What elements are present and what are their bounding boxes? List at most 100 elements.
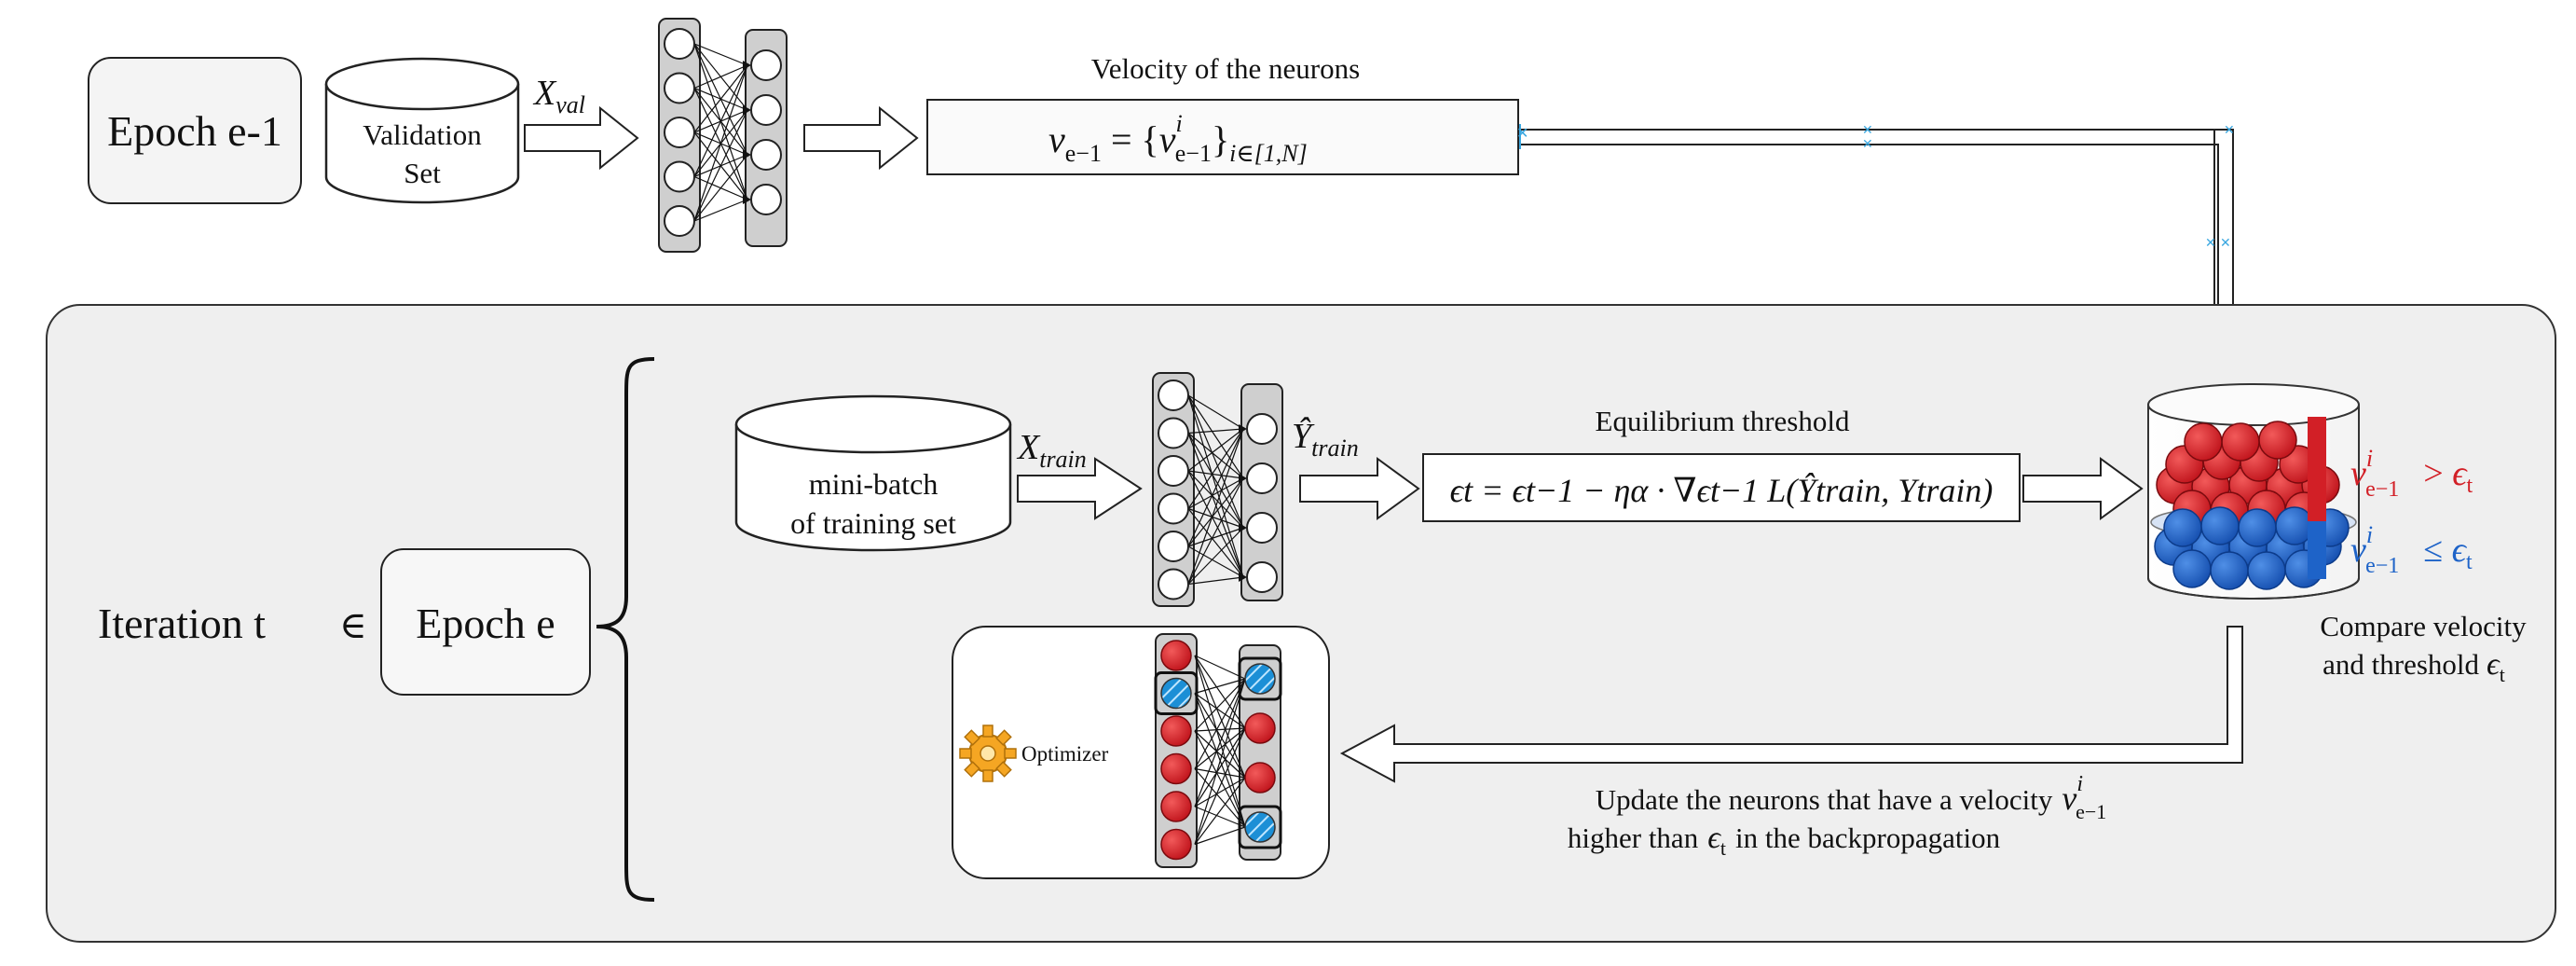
connection-arrowhead <box>743 61 751 70</box>
neuron <box>664 72 695 104</box>
high-velocity-neuron <box>2221 422 2260 462</box>
svg-text:✕: ✕ <box>2224 124 2235 138</box>
optimizer-label: Optimizer <box>1021 742 1109 766</box>
epoch-current-label: Epoch e <box>416 600 555 647</box>
red-legend-bar <box>2308 417 2326 521</box>
iteration-label: Iteration t <box>98 600 266 647</box>
low-velocity-neuron <box>2200 506 2240 545</box>
neuron <box>1246 413 1278 445</box>
network-connection <box>693 64 748 90</box>
network-connection <box>1187 428 1244 435</box>
network-connection <box>1187 527 1244 547</box>
network-connection <box>693 64 748 133</box>
optimizer-connection <box>1194 730 1246 828</box>
arrow-to-velocity <box>803 105 919 171</box>
optimizer-connection <box>1194 768 1246 828</box>
feedback-arrow <box>1339 626 2243 783</box>
network-connection <box>1187 394 1244 578</box>
optimizer-connection <box>1194 693 1246 729</box>
network-connection <box>1187 394 1244 479</box>
frozen-neuron <box>1244 811 1276 843</box>
element-of-symbol: ∈ <box>339 604 367 646</box>
frozen-neuron-frame <box>1238 805 1282 849</box>
network-connection <box>1187 428 1244 472</box>
active-neuron <box>1160 640 1192 671</box>
active-neuron <box>1160 752 1192 785</box>
network-connection <box>693 64 748 222</box>
neuron <box>1158 455 1189 487</box>
curly-brace <box>596 357 655 902</box>
optimizer-connection <box>1194 727 1246 769</box>
epoch-prev-box: Epoch e-1 <box>88 57 302 204</box>
optimizer-connection <box>1194 727 1246 807</box>
optimizer-connection <box>1194 693 1246 828</box>
optimizer-connection <box>1194 826 1246 846</box>
neuron <box>1246 462 1278 494</box>
optimizer-connection <box>1194 655 1246 779</box>
optimizer-connection <box>1194 678 1246 769</box>
neuron <box>1158 531 1189 562</box>
blue-legend-bar <box>2308 521 2326 579</box>
arrow-to-network-top <box>524 105 639 171</box>
red-neurons-group <box>2156 421 2340 531</box>
validation-set-line1: Validation <box>363 118 482 151</box>
optimizer-connection <box>1194 655 1246 680</box>
epoch-prev-label: Epoch e-1 <box>107 107 282 155</box>
minibatch-cylinder: mini-batch of training set <box>734 394 1012 552</box>
network-connection <box>1187 470 1244 578</box>
connection-arrowhead <box>743 195 751 204</box>
x-train-label: Xtrain <box>1016 428 1087 473</box>
neuron <box>1158 568 1189 600</box>
connection-arrowhead <box>1239 523 1247 532</box>
network-connection <box>1187 576 1244 586</box>
network-connection <box>1187 433 1244 479</box>
optimizer-connection <box>1194 678 1246 695</box>
optimizer-connection <box>1194 777 1246 807</box>
epoch-current-box: Epoch e <box>380 548 591 696</box>
connection-arrowhead <box>743 105 751 115</box>
network-connection <box>1187 507 1244 529</box>
threshold-box: ϵt = ϵt−1 − ηα · ∇ϵt−1 L(Ŷtrain, Ytrain) <box>1422 453 2021 522</box>
network-connection <box>1187 428 1244 585</box>
svg-text:✕: ✕ <box>1862 124 1873 138</box>
low-velocity-neuron <box>2238 508 2277 547</box>
network-connection <box>693 154 748 222</box>
validation-set-line2: Set <box>404 157 441 189</box>
optimizer-connection <box>1194 767 1246 779</box>
neural-network-bottom <box>1152 372 1283 607</box>
network-connection <box>1187 508 1244 578</box>
frozen-neuron-frame <box>1154 671 1199 715</box>
network-connection <box>1187 470 1244 529</box>
network-connection <box>1187 477 1244 510</box>
low-velocity-neuron <box>2210 551 2249 590</box>
optimizer-connection <box>1194 693 1246 779</box>
network-connection <box>1187 433 1244 529</box>
neuron <box>1158 417 1189 449</box>
optimizer-box: Optimizer <box>952 626 1330 879</box>
neuron <box>750 94 782 126</box>
network-connection <box>1187 394 1244 430</box>
low-velocity-neuron <box>2247 551 2286 590</box>
network-connection <box>1187 477 1244 585</box>
neuron <box>664 28 695 60</box>
optimizer-connection <box>1194 727 1246 732</box>
minibatch-line1: mini-batch <box>809 467 939 501</box>
network-connection <box>1187 527 1244 585</box>
svg-text:✕: ✕ <box>2220 237 2231 251</box>
frozen-neuron <box>1160 677 1192 710</box>
high-velocity-neuron <box>2258 421 2297 460</box>
threshold-formula: ϵt = ϵt−1 − ηα · ∇ϵt−1 L(Ŷtrain, Ytrain) <box>1450 472 1994 509</box>
network-connection <box>1187 428 1244 509</box>
network-connection <box>693 43 748 66</box>
network-connection <box>1187 477 1244 547</box>
network-connection <box>693 109 748 222</box>
neuron <box>664 160 695 193</box>
connection-arrowhead <box>1239 573 1247 582</box>
svg-text:✕: ✕ <box>1862 138 1873 152</box>
arrow-to-network-bottom <box>1017 457 1143 520</box>
connection-arrowhead <box>1239 424 1247 434</box>
neuron <box>1246 512 1278 544</box>
